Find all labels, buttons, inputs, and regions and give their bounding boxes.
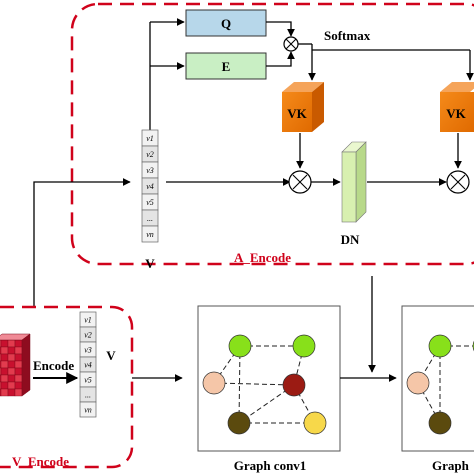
e-to-mult xyxy=(266,51,295,67)
graph1-node xyxy=(303,411,327,435)
graph2-node xyxy=(406,371,430,395)
multiply-icon-right xyxy=(446,170,470,194)
graph-conv1 xyxy=(202,334,327,435)
q-block xyxy=(185,9,267,37)
v-bottom-cell-label: v4 xyxy=(84,361,92,370)
v-top-cell-label: vn xyxy=(146,230,154,239)
v-vector-top: v1 v2 v3 v4 v5... vn xyxy=(141,129,159,243)
v-bottom-cell-label: v2 xyxy=(84,331,92,340)
graph2-node xyxy=(428,411,452,435)
v-top-cell-label: v2 xyxy=(146,150,154,159)
graph1-node xyxy=(227,411,251,435)
graph2-node xyxy=(428,334,452,358)
v-top-cell xyxy=(141,225,159,243)
vk-cube-right xyxy=(440,82,474,132)
v-top-cell-label: v5 xyxy=(146,198,154,207)
vk-left-label: VK xyxy=(287,106,307,121)
e-label: E xyxy=(222,59,231,74)
graph1-node xyxy=(282,373,306,397)
v-bottom-cell xyxy=(79,401,97,418)
v-vector-top-label: V xyxy=(145,256,155,271)
graph1-node xyxy=(228,334,252,358)
v-top-cell-label: v3 xyxy=(146,166,154,175)
multiply-icon-middle xyxy=(288,170,312,194)
v-encode-to-v-line xyxy=(33,178,131,308)
a-encode-label: A_Encode xyxy=(234,250,291,265)
vk-cube-left xyxy=(282,82,324,132)
v-vector-bottom: v1 v2 v3 v4 v5... vn xyxy=(79,311,97,418)
v-encode-module-border xyxy=(0,305,134,469)
vk-right-label: VK xyxy=(446,106,466,121)
v-top-cell-label: v1 xyxy=(146,134,154,143)
softmax-label: Softmax xyxy=(324,28,371,43)
graph-conv2-box xyxy=(401,305,474,452)
encode-label: Encode xyxy=(33,358,74,373)
v-bottom-cell-label: v1 xyxy=(84,316,92,325)
v-bottom-cell-label: ... xyxy=(85,391,91,400)
graph1-node xyxy=(202,371,226,395)
v-top-cell-label: v4 xyxy=(146,182,154,191)
v-bottom-cell-label: vn xyxy=(84,406,92,415)
graph-conv1-label: Graph conv1 xyxy=(234,458,307,473)
e-block xyxy=(185,52,267,80)
graph-conv2 xyxy=(406,334,474,435)
v-bottom-cell-label: v3 xyxy=(84,346,92,355)
graph-conv2-label: Graph xyxy=(432,458,470,473)
dn-block xyxy=(341,141,367,223)
v-bottom-cell-label: v5 xyxy=(84,376,92,385)
v-vector-bottom-label: V xyxy=(106,348,116,363)
input-volume-icon xyxy=(0,333,31,397)
a-encode-module-border xyxy=(70,2,474,266)
graph1-node xyxy=(292,334,316,358)
q-label: Q xyxy=(221,16,231,31)
v-encode-label: V_Encode xyxy=(12,454,69,469)
graph1-edge xyxy=(238,345,241,424)
dn-label: DN xyxy=(341,232,360,247)
graph1-edge xyxy=(213,382,295,386)
v-top-cell-label: ... xyxy=(147,214,153,223)
multiply-icon-top xyxy=(283,36,299,52)
q-to-mult xyxy=(266,21,295,37)
